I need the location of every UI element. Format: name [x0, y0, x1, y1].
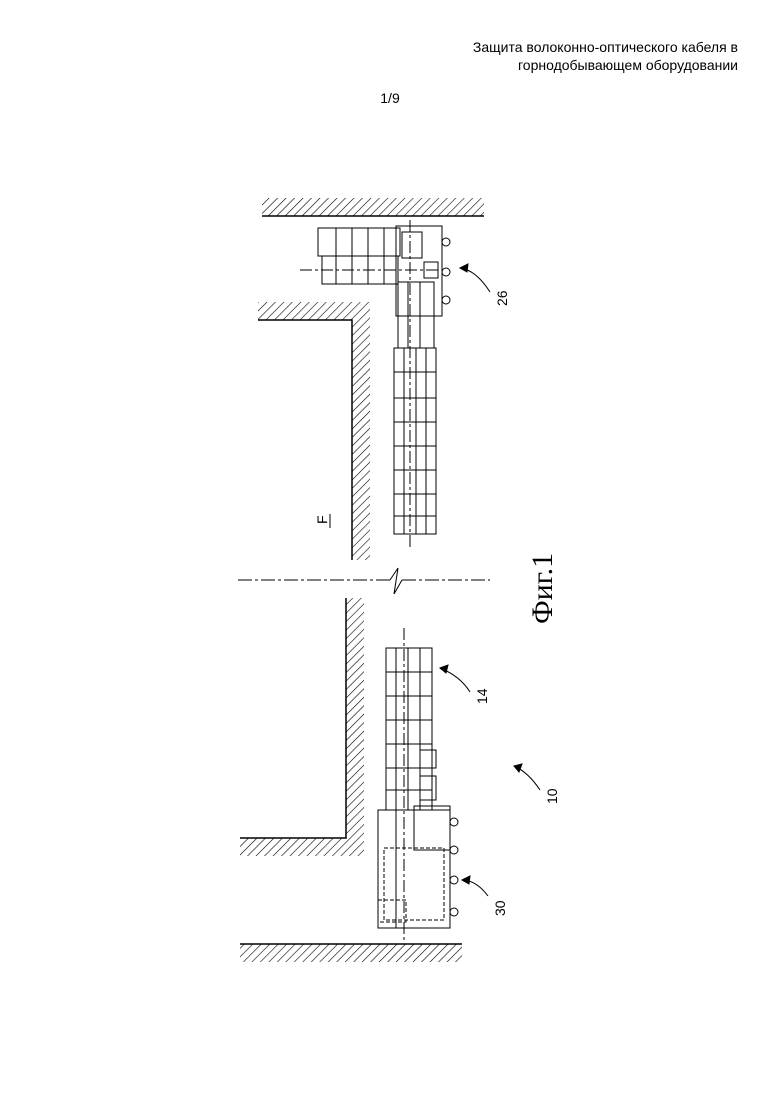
lower-conveyor [386, 628, 436, 940]
label-26: 26 [494, 290, 510, 306]
figure-caption: Фиг.1 [526, 553, 559, 624]
label-10: 10 [544, 788, 560, 804]
label-30: 30 [492, 900, 508, 916]
bottom-left-wall [240, 944, 462, 962]
label-14: 14 [474, 688, 490, 704]
lower-drive-unit [378, 806, 458, 928]
label-face: F [314, 515, 330, 524]
top-right-wall [262, 198, 484, 216]
break-line [238, 568, 490, 594]
